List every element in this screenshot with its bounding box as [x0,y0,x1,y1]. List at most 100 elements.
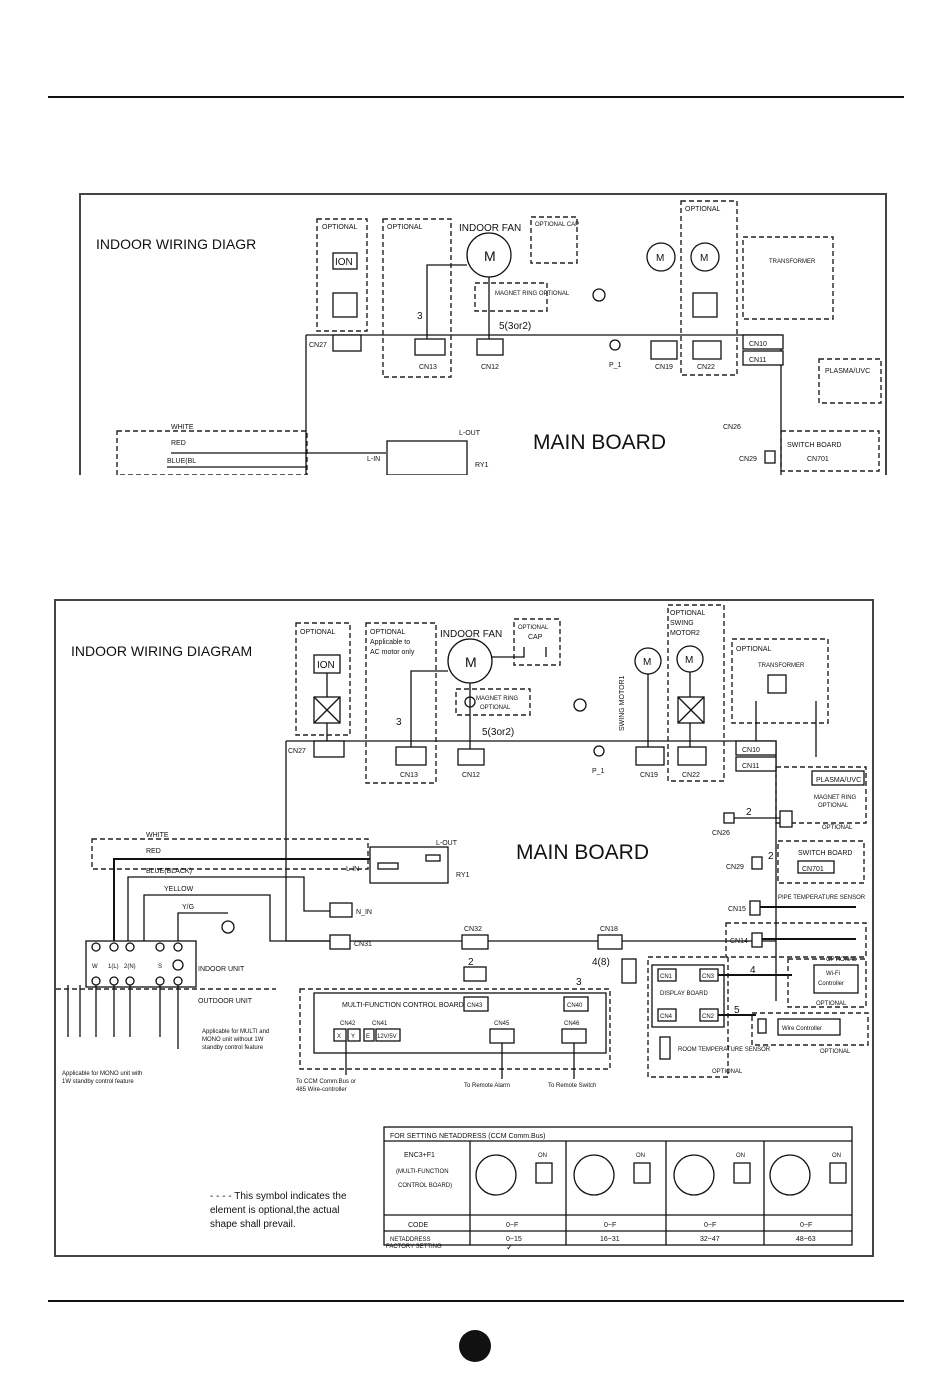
preview-cn22-box [692,340,722,360]
p1-label: P_1 [592,768,605,775]
cn1-box [657,968,677,982]
transformer-wires [755,701,817,757]
cn15-label: CN15 [728,906,746,913]
full-title: INDOOR WIRING DIAGRAM [71,643,252,659]
preview-cn12-label: CN12 [481,364,499,371]
swing-motor1-label: SWING MOTOR1 [619,675,626,731]
to-alarm: To Remote Alarm [464,1083,510,1089]
ac-optional-l2: Applicable to [370,639,410,646]
transformer-optional-label: OPTIONAL [736,646,772,653]
cn14-optional-label: OPTIONAL [826,957,857,963]
preview-cn29-label: CN29 [739,456,757,463]
factory-setting-row: FACTORY SETTING ✓ [382,1242,852,1254]
wire-controller-label: Wire Controller [782,1026,822,1032]
preview-swing1-m: M [656,253,664,264]
wirectl-plug [757,1018,767,1034]
cn12-label: CN12 [462,772,480,779]
mf-e-label: E [366,1034,370,1040]
row-net-4: 48~63 [796,1236,816,1243]
swing-motor1-m: M [643,657,651,668]
row-net-1: 0~15 [506,1236,522,1243]
mf-x-label: X [337,1034,341,1040]
indoor-fan-m: M [465,654,477,670]
room-sensor-icon [659,1036,671,1060]
preview-swing2-label: OPTIONAL [685,206,721,213]
mf-e [363,1028,375,1042]
wire-5-label: 5(3or2) [482,727,514,738]
preview-cn11-label: CN11 [749,357,766,364]
main-board-label: MAIN BOARD [516,841,649,864]
cn32-box [461,934,489,950]
factory-setting-check: ✓ [506,1242,514,1252]
yellow-wire-label: YELLOW [164,886,194,893]
mf-y-label: Y [351,1034,355,1040]
preview-cn13-box [414,338,446,356]
ac-optional [365,622,437,784]
cn43-label: CN43 [467,1003,483,1009]
preview-cn10-label: CN10 [749,341,767,348]
row-code-3: 0~F [704,1222,716,1229]
cn31-box [329,934,351,950]
mf-board [313,992,607,1054]
cn32-label: CN32 [464,926,482,933]
cn18-box [597,934,623,950]
yg-wire [177,912,228,943]
swing-motor2-l2: SWING [670,620,694,627]
cn22-label: CN22 [682,772,700,779]
table-enc: ENC3+F1 [404,1152,435,1159]
red-wire [113,858,370,943]
wire-3-label-b: 3 [576,977,582,988]
cn26-box [723,812,735,824]
preview-cn19-box [650,340,678,360]
wifi-l1: Wi-Fi [826,971,840,977]
cn43-box [463,996,489,1012]
l-out-label: L-OUT [436,840,458,847]
top-rule [48,96,904,98]
cap-label: CAP [528,634,543,641]
wire-4-label: 4 [750,965,756,976]
rotary-switch-icons [475,1154,811,1196]
dip-switch-icons [535,1162,847,1184]
preview-cn22-label: CN22 [697,364,715,371]
preview-fan-m: M [484,248,496,264]
wire-2-label-c: 2 [468,957,474,968]
transformer-optional [731,638,829,724]
factory-setting-label: FACTORY SETTING [386,1244,442,1250]
note-multi-l1: Applicable for MULTI and [202,1029,269,1035]
magnet-ring-l2: OPTIONAL [480,705,511,711]
cn40-label: CN40 [567,1003,583,1009]
preview-p1-label: P_1 [609,362,622,369]
preview-ion-connector [332,292,358,318]
cn13-label: CN13 [400,772,418,779]
dip-on-2: ON [636,1153,645,1159]
cn701-box [797,860,835,874]
wire-4-8-label: 4(8) [592,957,610,968]
cn701-label: CN701 [802,866,824,873]
ion-optional-label: OPTIONAL [300,629,336,636]
plasma-magnet-l1: MAGNET RING [814,795,857,801]
display-board-label: DISPLAY BOARD [660,991,708,997]
preview-ion-optional [316,218,368,332]
preview-title: INDOOR WIRING DIAGR [96,236,256,252]
transformer-label: TRANSFORMER [758,663,805,669]
cn32-filter [463,966,487,982]
preview-transformer-label: TRANSFORMER [769,259,816,265]
mf-y [347,1028,361,1042]
preview-magnet-label: MAGNET RING OPTIONAL [495,291,570,297]
preview-fan-label: INDOOR FAN [459,223,521,234]
magnet-ring-l1: MAGNET RING [476,696,519,702]
yellow-wire [143,894,330,943]
wifi-l2: Controller [818,981,844,987]
cn1-label: CN1 [660,974,673,980]
preview-ac-optional [382,218,452,378]
preview-ry1: RY1 [475,462,489,469]
cap-optional [513,618,561,666]
preview-cn12-box [476,338,504,356]
preview-cap-optional [530,216,578,264]
preview-ac-optional-label: OPTIONAL [387,224,423,231]
ry1-label: RY1 [456,872,470,879]
wire-optional-zone [91,838,369,870]
preview-cap-label: OPTIONAL CAP [535,222,579,228]
cn46-box [561,1028,587,1044]
cap-optional-label: OPTIONAL [518,625,549,631]
